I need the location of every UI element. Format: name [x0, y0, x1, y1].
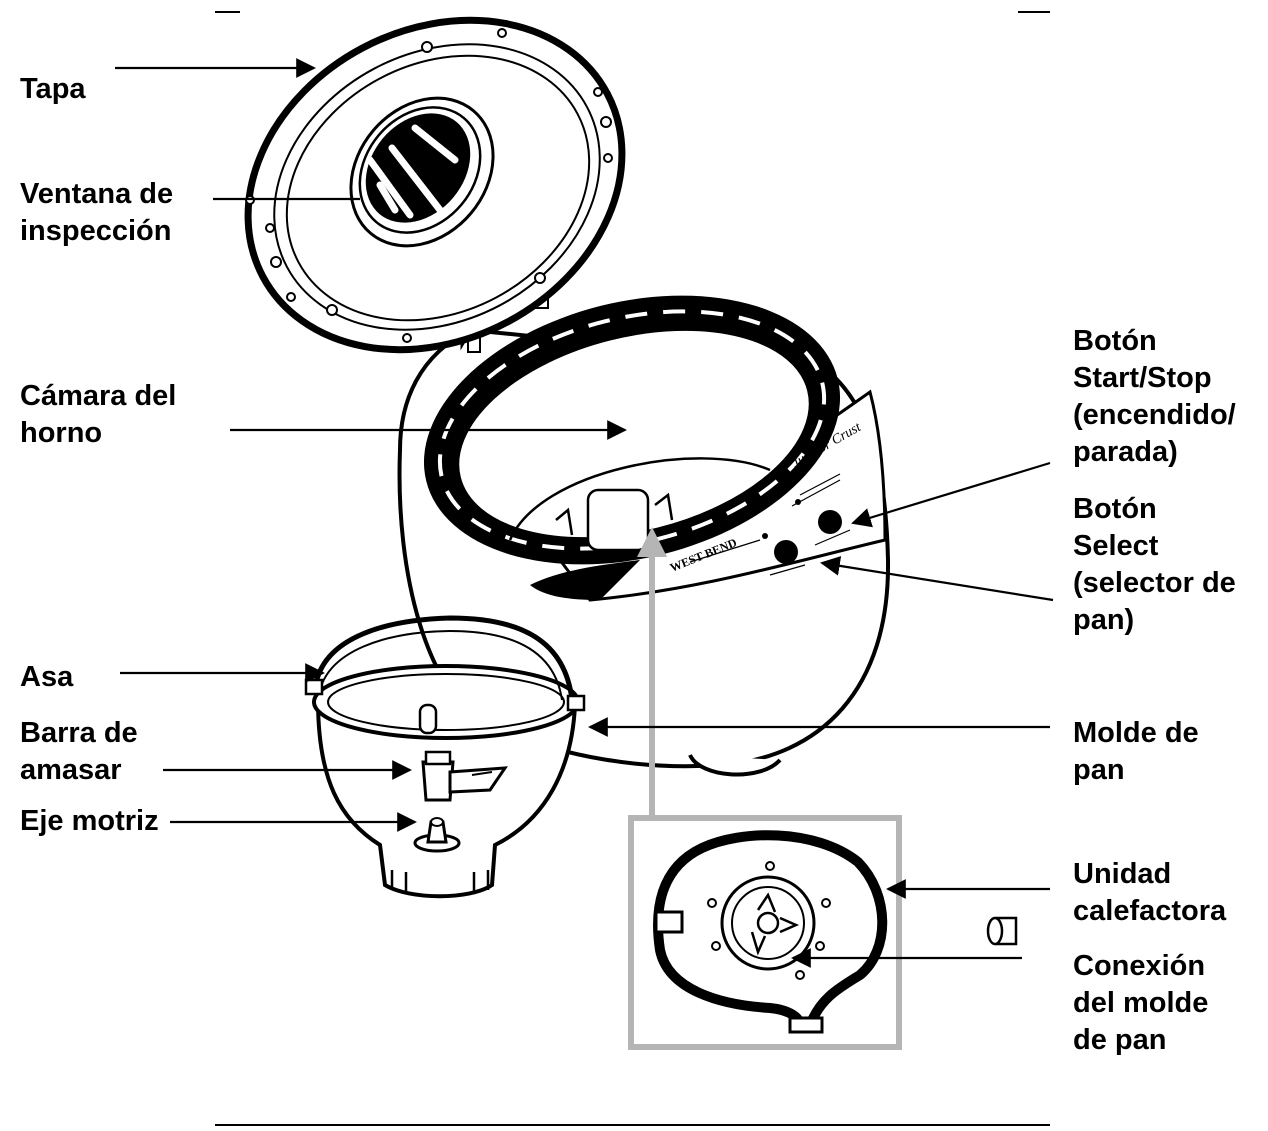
page-rules [215, 11, 1050, 1126]
label-lid: Tapa [20, 73, 86, 105]
label-inspection-window: Ventana de inspección [20, 178, 174, 247]
leader-lines [115, 58, 1054, 968]
oven-chamber-rim [423, 295, 841, 565]
label-kneading-bar: Barra de amasar [20, 717, 138, 786]
label-drive-shaft: Eje motriz [20, 805, 159, 837]
heating-element [653, 830, 888, 1027]
label-select-button: Botón Select (selector de pan) [1073, 493, 1236, 636]
heating-unit-inset [628, 527, 1018, 1050]
bread-pan [304, 615, 586, 899]
lid [244, 16, 626, 354]
label-pan-connection: Conexión del molde de pan [1073, 950, 1209, 1056]
kneading-bar [421, 750, 508, 802]
label-handle: Asa [20, 661, 74, 693]
label-heating-unit: Unidad calefactora [1073, 858, 1227, 927]
drive-shaft [413, 817, 461, 853]
select-button [774, 540, 798, 564]
pan-handle [312, 615, 575, 701]
label-oven-chamber: Cámara del horno [20, 380, 177, 449]
label-start-stop-button: Botón Start/Stop (encendido/ parada) [1073, 325, 1236, 468]
pan-coupling [707, 861, 831, 980]
start-stop-button [818, 510, 842, 534]
loose-connector [986, 916, 1018, 946]
label-bread-pan: Molde de pan [1073, 717, 1199, 786]
inspection-window [349, 96, 495, 248]
